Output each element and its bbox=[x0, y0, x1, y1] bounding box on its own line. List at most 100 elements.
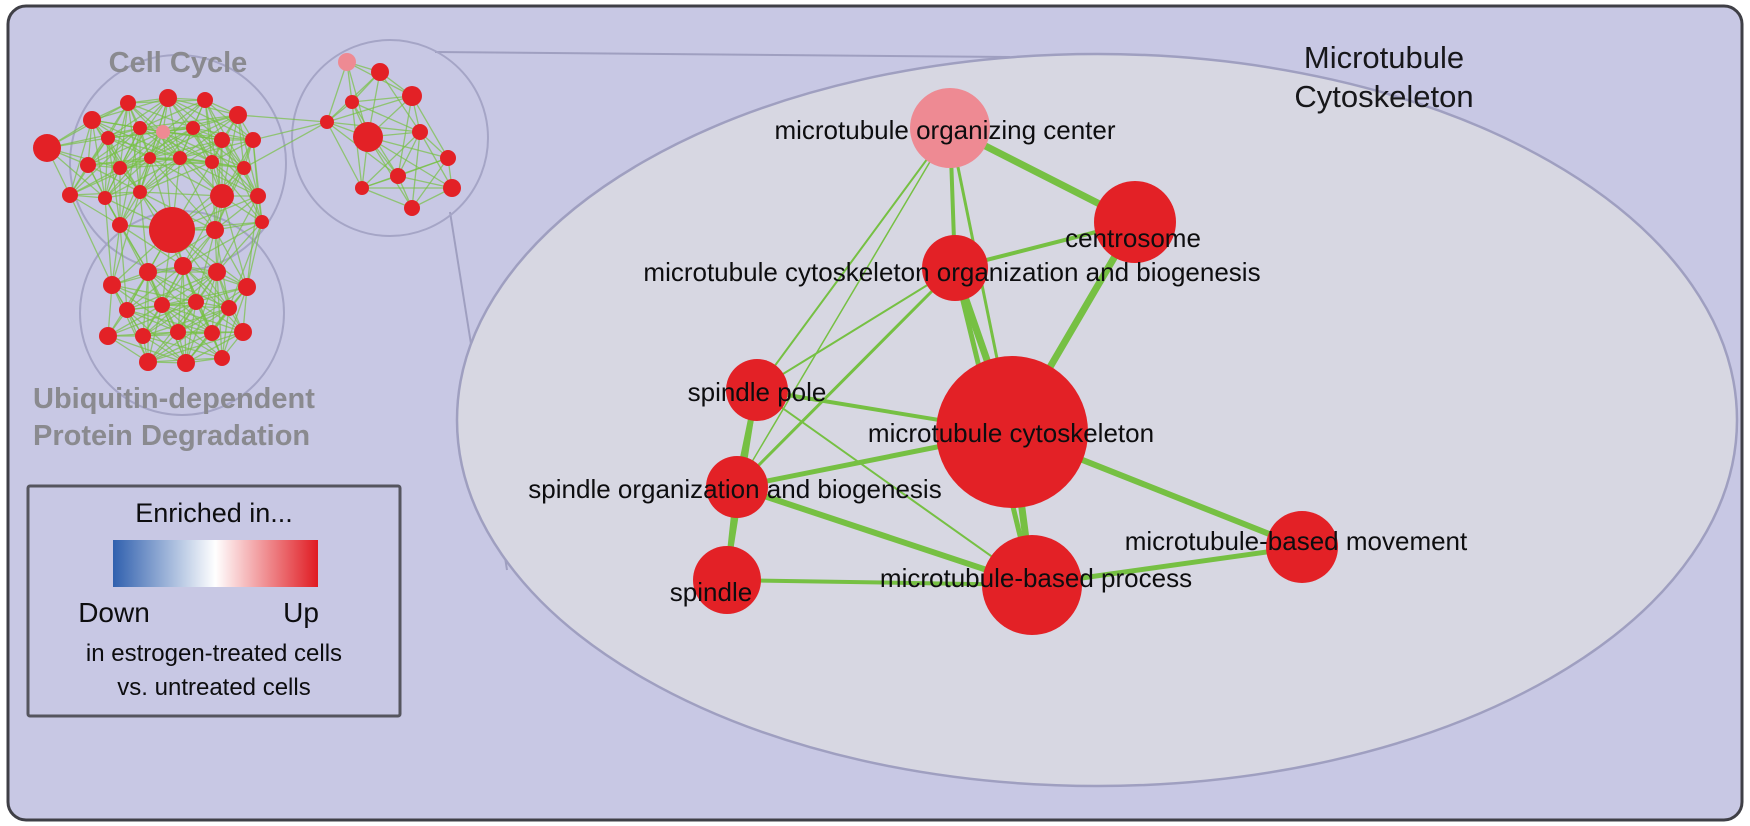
overview-node bbox=[133, 185, 147, 199]
overview-edge bbox=[379, 71, 421, 133]
overview-edge bbox=[179, 139, 254, 159]
overview-edge bbox=[177, 286, 248, 333]
detail-node-label-mco: microtubule cytoskeleton organization an… bbox=[643, 257, 1260, 287]
overview-edge bbox=[87, 164, 141, 193]
overview-edge bbox=[411, 95, 449, 159]
overview-edge bbox=[211, 271, 218, 334]
overview-edge bbox=[182, 265, 187, 364]
overview-edge bbox=[139, 139, 223, 193]
overview-node bbox=[173, 151, 187, 165]
detail-node-spindle_org bbox=[706, 456, 768, 518]
detail-nodes bbox=[693, 88, 1338, 635]
detail-node-label-mt_cyto: microtubule cytoskeleton bbox=[868, 418, 1154, 448]
detail-node-label-centrosome: centrosome bbox=[1065, 223, 1201, 253]
overview-edge bbox=[69, 119, 93, 196]
overview-edge bbox=[185, 331, 244, 364]
overview-edge bbox=[142, 307, 230, 337]
detail-edge-spindle_pole-mt_process bbox=[756, 389, 1033, 586]
overview-edge bbox=[139, 157, 181, 193]
overview-node bbox=[159, 89, 177, 107]
overview-edge bbox=[111, 284, 197, 303]
overview-node bbox=[412, 124, 428, 140]
detail-node-mt_movement bbox=[1266, 511, 1338, 583]
overview-node bbox=[80, 157, 96, 173]
overview-edge bbox=[182, 265, 244, 333]
overview-edge bbox=[195, 229, 216, 303]
overview-node bbox=[402, 86, 422, 106]
overview-node bbox=[177, 354, 195, 372]
overview-node bbox=[345, 95, 359, 109]
detail-edge-spindle-mt_process bbox=[725, 578, 1034, 587]
overview-edge bbox=[228, 221, 263, 309]
overview-edge bbox=[211, 161, 263, 223]
overview-node bbox=[197, 92, 213, 108]
overview-edge bbox=[214, 195, 259, 231]
overview-edge bbox=[177, 265, 184, 333]
overview-edge bbox=[147, 229, 216, 273]
overview-edge bbox=[147, 331, 244, 363]
overview-node bbox=[133, 121, 147, 135]
overview-edge bbox=[107, 301, 197, 337]
overview-edge bbox=[246, 195, 259, 288]
overview-node bbox=[139, 263, 157, 281]
legend-title: Enriched in... bbox=[135, 498, 293, 528]
cluster-label-ubiquitin-line1: Ubiquitin-dependent bbox=[33, 383, 315, 415]
overview-edge bbox=[139, 161, 213, 193]
overview-edge bbox=[87, 131, 164, 166]
overview-edge bbox=[69, 194, 121, 226]
overview-edge bbox=[195, 301, 244, 333]
overview-node bbox=[119, 302, 135, 318]
overview-edge bbox=[149, 127, 194, 159]
overview-edge bbox=[326, 121, 363, 189]
overview-edge bbox=[252, 121, 328, 141]
overview-edge bbox=[326, 61, 348, 123]
overview-edge bbox=[139, 191, 223, 197]
overview-node bbox=[149, 207, 195, 253]
overview-node bbox=[144, 152, 156, 164]
legend-caption-line2: vs. untreated cells bbox=[117, 674, 310, 701]
cluster-label-ubiquitin-line2: Protein Degradation bbox=[33, 420, 310, 452]
overview-edge bbox=[162, 131, 213, 163]
detail-edge-spindle_org-mt_process bbox=[734, 484, 1035, 588]
overview-node bbox=[188, 294, 204, 310]
detail-labels: microtubule organizing center centrosome m… bbox=[528, 115, 1468, 607]
overview-nodes bbox=[33, 53, 461, 372]
overview-edge bbox=[397, 175, 453, 189]
overview-edge bbox=[139, 127, 213, 163]
overview-node bbox=[33, 134, 61, 162]
overview-node bbox=[204, 325, 220, 341]
overview-node bbox=[250, 188, 266, 204]
overview-edge bbox=[149, 157, 223, 197]
overview-edge bbox=[161, 286, 248, 306]
overview-node bbox=[229, 106, 247, 124]
detail-node-mt_process bbox=[982, 535, 1082, 635]
overview-node bbox=[206, 221, 224, 239]
overview-edge bbox=[126, 271, 218, 311]
overview-edge bbox=[104, 157, 151, 199]
overview-edge bbox=[161, 271, 218, 306]
overview-edge bbox=[147, 332, 213, 363]
overview-edge bbox=[149, 139, 223, 159]
overview-node bbox=[320, 115, 334, 129]
overview-node bbox=[83, 111, 101, 129]
overview-edge bbox=[192, 127, 259, 197]
overview-edge bbox=[69, 127, 141, 196]
legend-gradient-bar bbox=[113, 540, 318, 587]
overview-node bbox=[174, 257, 192, 275]
zoom-cone-line-top bbox=[434, 51, 1011, 58]
overview-node bbox=[255, 215, 269, 229]
overview-edge bbox=[161, 304, 213, 334]
overview-edge bbox=[139, 114, 239, 129]
overview-node bbox=[353, 122, 383, 152]
overview-node bbox=[112, 217, 128, 233]
detail-node-label-moc: microtubule organizing center bbox=[774, 115, 1115, 145]
detail-node-spindle_pole bbox=[726, 359, 788, 421]
overview-edge bbox=[91, 119, 141, 193]
overview-edge bbox=[107, 304, 163, 337]
overview-edge bbox=[104, 157, 181, 199]
overview-edge bbox=[237, 114, 328, 123]
detail-node-label-spindle_pole: spindle pole bbox=[688, 377, 827, 407]
cluster-circle-microtubule bbox=[291, 39, 489, 237]
detail-title-line1: Microtubule bbox=[1304, 40, 1464, 75]
